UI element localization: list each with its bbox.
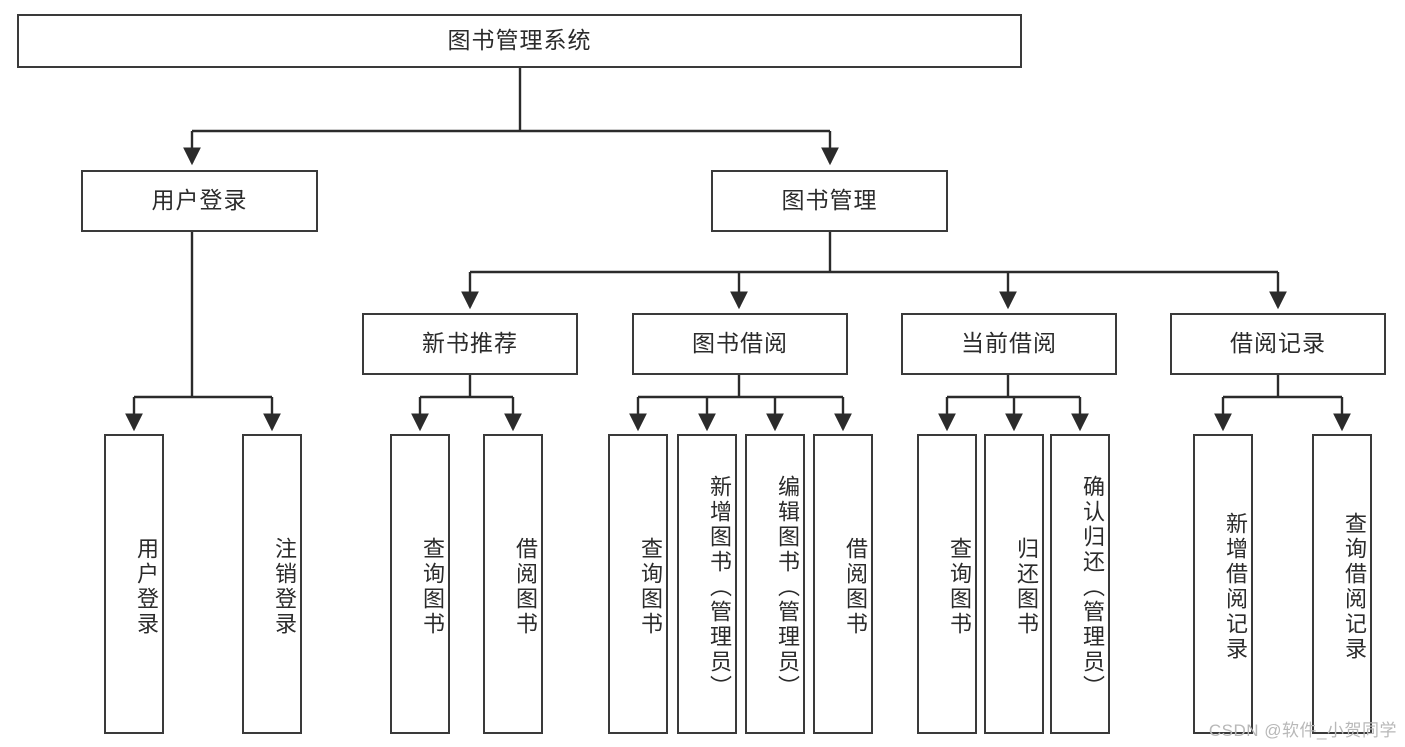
node-label: 图书借阅	[692, 330, 788, 357]
node-label: 图书管理系统	[447, 27, 592, 54]
node-leaf-add-book-admin[interactable]: 新增图书（管理员）	[677, 434, 737, 734]
node-book-management[interactable]: 图书管理	[711, 170, 948, 232]
node-label: 用户登录	[134, 537, 159, 637]
node-label: 新增图书（管理员）	[707, 474, 732, 700]
node-leaf-return-book[interactable]: 归还图书	[984, 434, 1044, 734]
node-leaf-query-borrow-record[interactable]: 查询借阅记录	[1312, 434, 1372, 734]
node-leaf-borrow-book[interactable]: 借阅图书	[813, 434, 873, 734]
node-current-borrow[interactable]: 当前借阅	[901, 313, 1117, 375]
node-leaf-logout[interactable]: 注销登录	[242, 434, 302, 734]
node-leaf-add-borrow-record[interactable]: 新增借阅记录	[1193, 434, 1253, 734]
node-leaf-query-book-current[interactable]: 查询图书	[917, 434, 977, 734]
node-label: 编辑图书（管理员）	[775, 474, 800, 700]
node-user-login[interactable]: 用户登录	[81, 170, 318, 232]
node-new-book-recommendation[interactable]: 新书推荐	[362, 313, 578, 375]
node-label: 借阅图书	[843, 537, 868, 637]
node-leaf-borrow-book-recommendation[interactable]: 借阅图书	[483, 434, 543, 734]
node-label: 查询图书	[638, 537, 663, 637]
node-book-borrow[interactable]: 图书借阅	[632, 313, 848, 375]
node-label: 用户登录	[151, 187, 248, 214]
node-leaf-user-login[interactable]: 用户登录	[104, 434, 164, 734]
node-leaf-confirm-return-admin[interactable]: 确认归还（管理员）	[1050, 434, 1110, 734]
node-label: 确认归还（管理员）	[1080, 474, 1105, 700]
node-label: 当前借阅	[961, 330, 1057, 357]
node-label: 借阅图书	[513, 537, 538, 637]
node-label: 查询借阅记录	[1342, 512, 1367, 662]
node-label: 查询图书	[947, 537, 972, 637]
watermark-text: CSDN @软件_小贺同学	[1208, 721, 1397, 740]
node-leaf-query-book-borrow[interactable]: 查询图书	[608, 434, 668, 734]
node-label: 借阅记录	[1230, 330, 1326, 357]
node-leaf-edit-book-admin[interactable]: 编辑图书（管理员）	[745, 434, 805, 734]
node-label: 查询图书	[420, 537, 445, 637]
node-label: 图书管理	[781, 187, 878, 214]
node-root-book-management-system[interactable]: 图书管理系统	[17, 14, 1022, 68]
node-label: 注销登录	[272, 537, 297, 637]
node-borrow-record[interactable]: 借阅记录	[1170, 313, 1386, 375]
node-leaf-query-book-recommendation[interactable]: 查询图书	[390, 434, 450, 734]
node-label: 新书推荐	[422, 330, 518, 357]
node-label: 新增借阅记录	[1223, 512, 1248, 662]
node-label: 归还图书	[1014, 537, 1039, 637]
